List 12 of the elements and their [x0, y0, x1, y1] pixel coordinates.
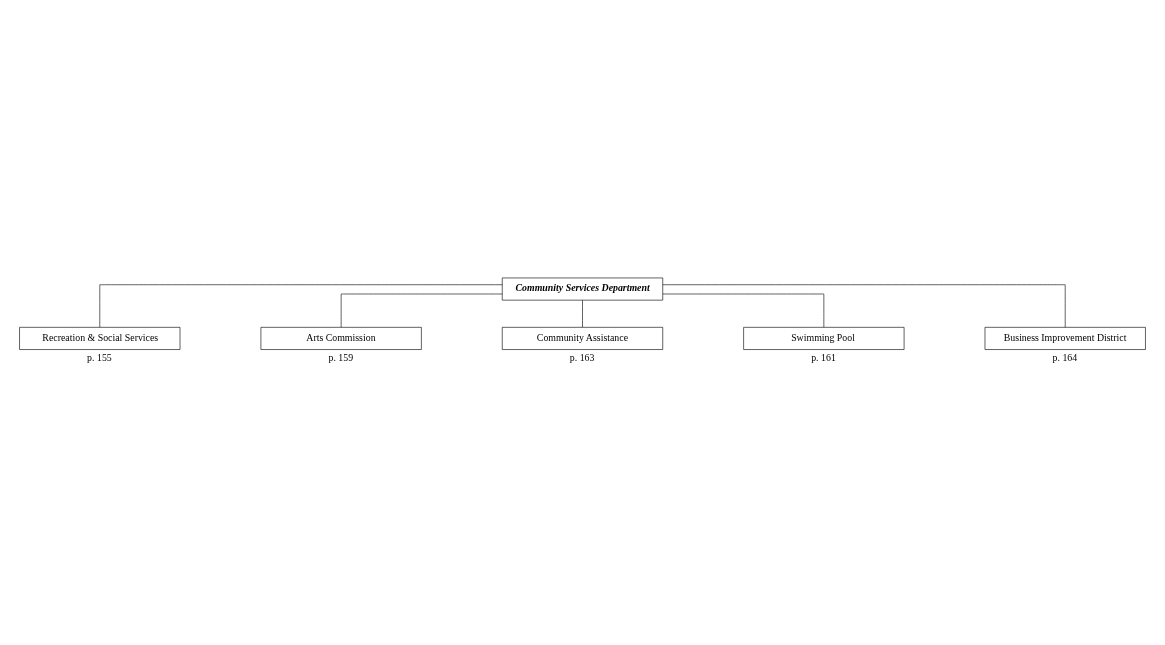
connector	[582, 299, 583, 328]
node-label: p. 164	[1052, 351, 1078, 363]
node-box: Business Improvement District	[984, 326, 1146, 350]
node-label: p. 161	[811, 351, 836, 363]
node-label: p. 163	[569, 351, 595, 363]
node-label: p. 155	[87, 351, 112, 363]
node-box: Swimming Pool	[743, 326, 905, 350]
node-box: Arts Commission	[260, 326, 422, 350]
node-box: Recreation & Social Services	[19, 326, 181, 350]
node-label: p. 159	[328, 351, 354, 363]
node-box: Community Assistance	[501, 326, 664, 350]
node-box: Community Services Department	[501, 277, 664, 300]
